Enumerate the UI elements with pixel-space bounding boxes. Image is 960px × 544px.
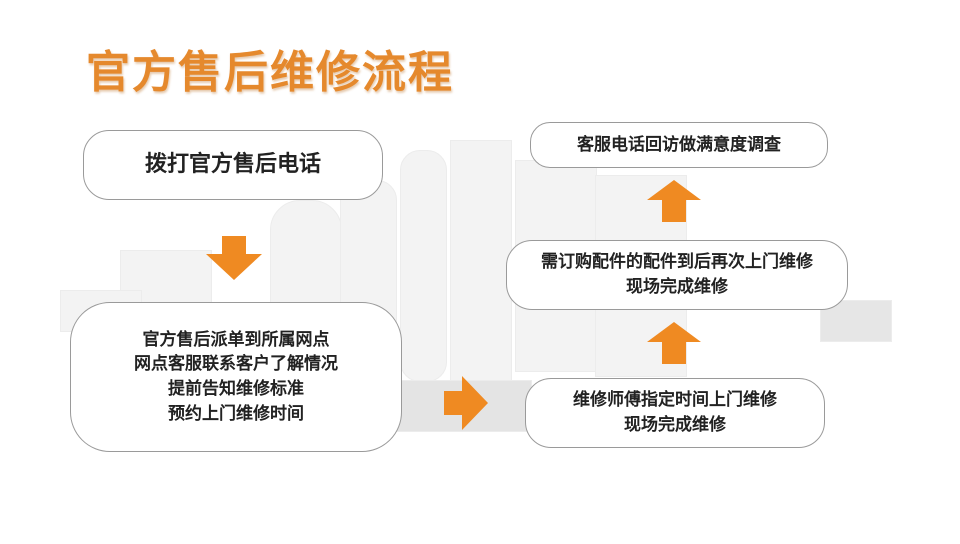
dispatch-line: 预约上门维修时间 [168, 403, 304, 424]
arrow-right-icon [444, 376, 488, 430]
parts-line: 现场完成维修 [626, 277, 728, 297]
dispatch-line: 提前告知维修标准 [168, 379, 304, 399]
step-parts-box: 需订购配件的配件到后再次上门维修 现场完成维修 [506, 240, 848, 310]
arrow-down-icon [206, 236, 262, 280]
dispatch-line: 官方售后派单到所属网点 [142, 329, 330, 350]
followup-text: 客服电话回访做满意度调查 [577, 134, 781, 155]
arrow-up-icon [647, 180, 701, 222]
parts-line: 需订购配件的配件到后再次上门维修 [541, 252, 813, 273]
arrow-up-icon [647, 322, 701, 364]
page-title: 官方售后维修流程 [86, 47, 454, 98]
dispatch-line: 网点客服联系客户了解情况 [134, 354, 338, 375]
step-onsite-box: 维修师傅指定时间上门维修 现场完成维修 [525, 378, 825, 448]
step-dispatch-box: 官方售后派单到所属网点 网点客服联系客户了解情况 提前告知维修标准 预约上门维修… [70, 302, 402, 452]
onsite-line: 维修师傅指定时间上门维修 [573, 390, 777, 411]
onsite-line: 现场完成维修 [624, 415, 726, 435]
step-followup-box: 客服电话回访做满意度调查 [530, 122, 828, 168]
step-call-box: 拨打官方售后电话 [83, 130, 383, 200]
step-call-text: 拨打官方售后电话 [144, 152, 321, 178]
